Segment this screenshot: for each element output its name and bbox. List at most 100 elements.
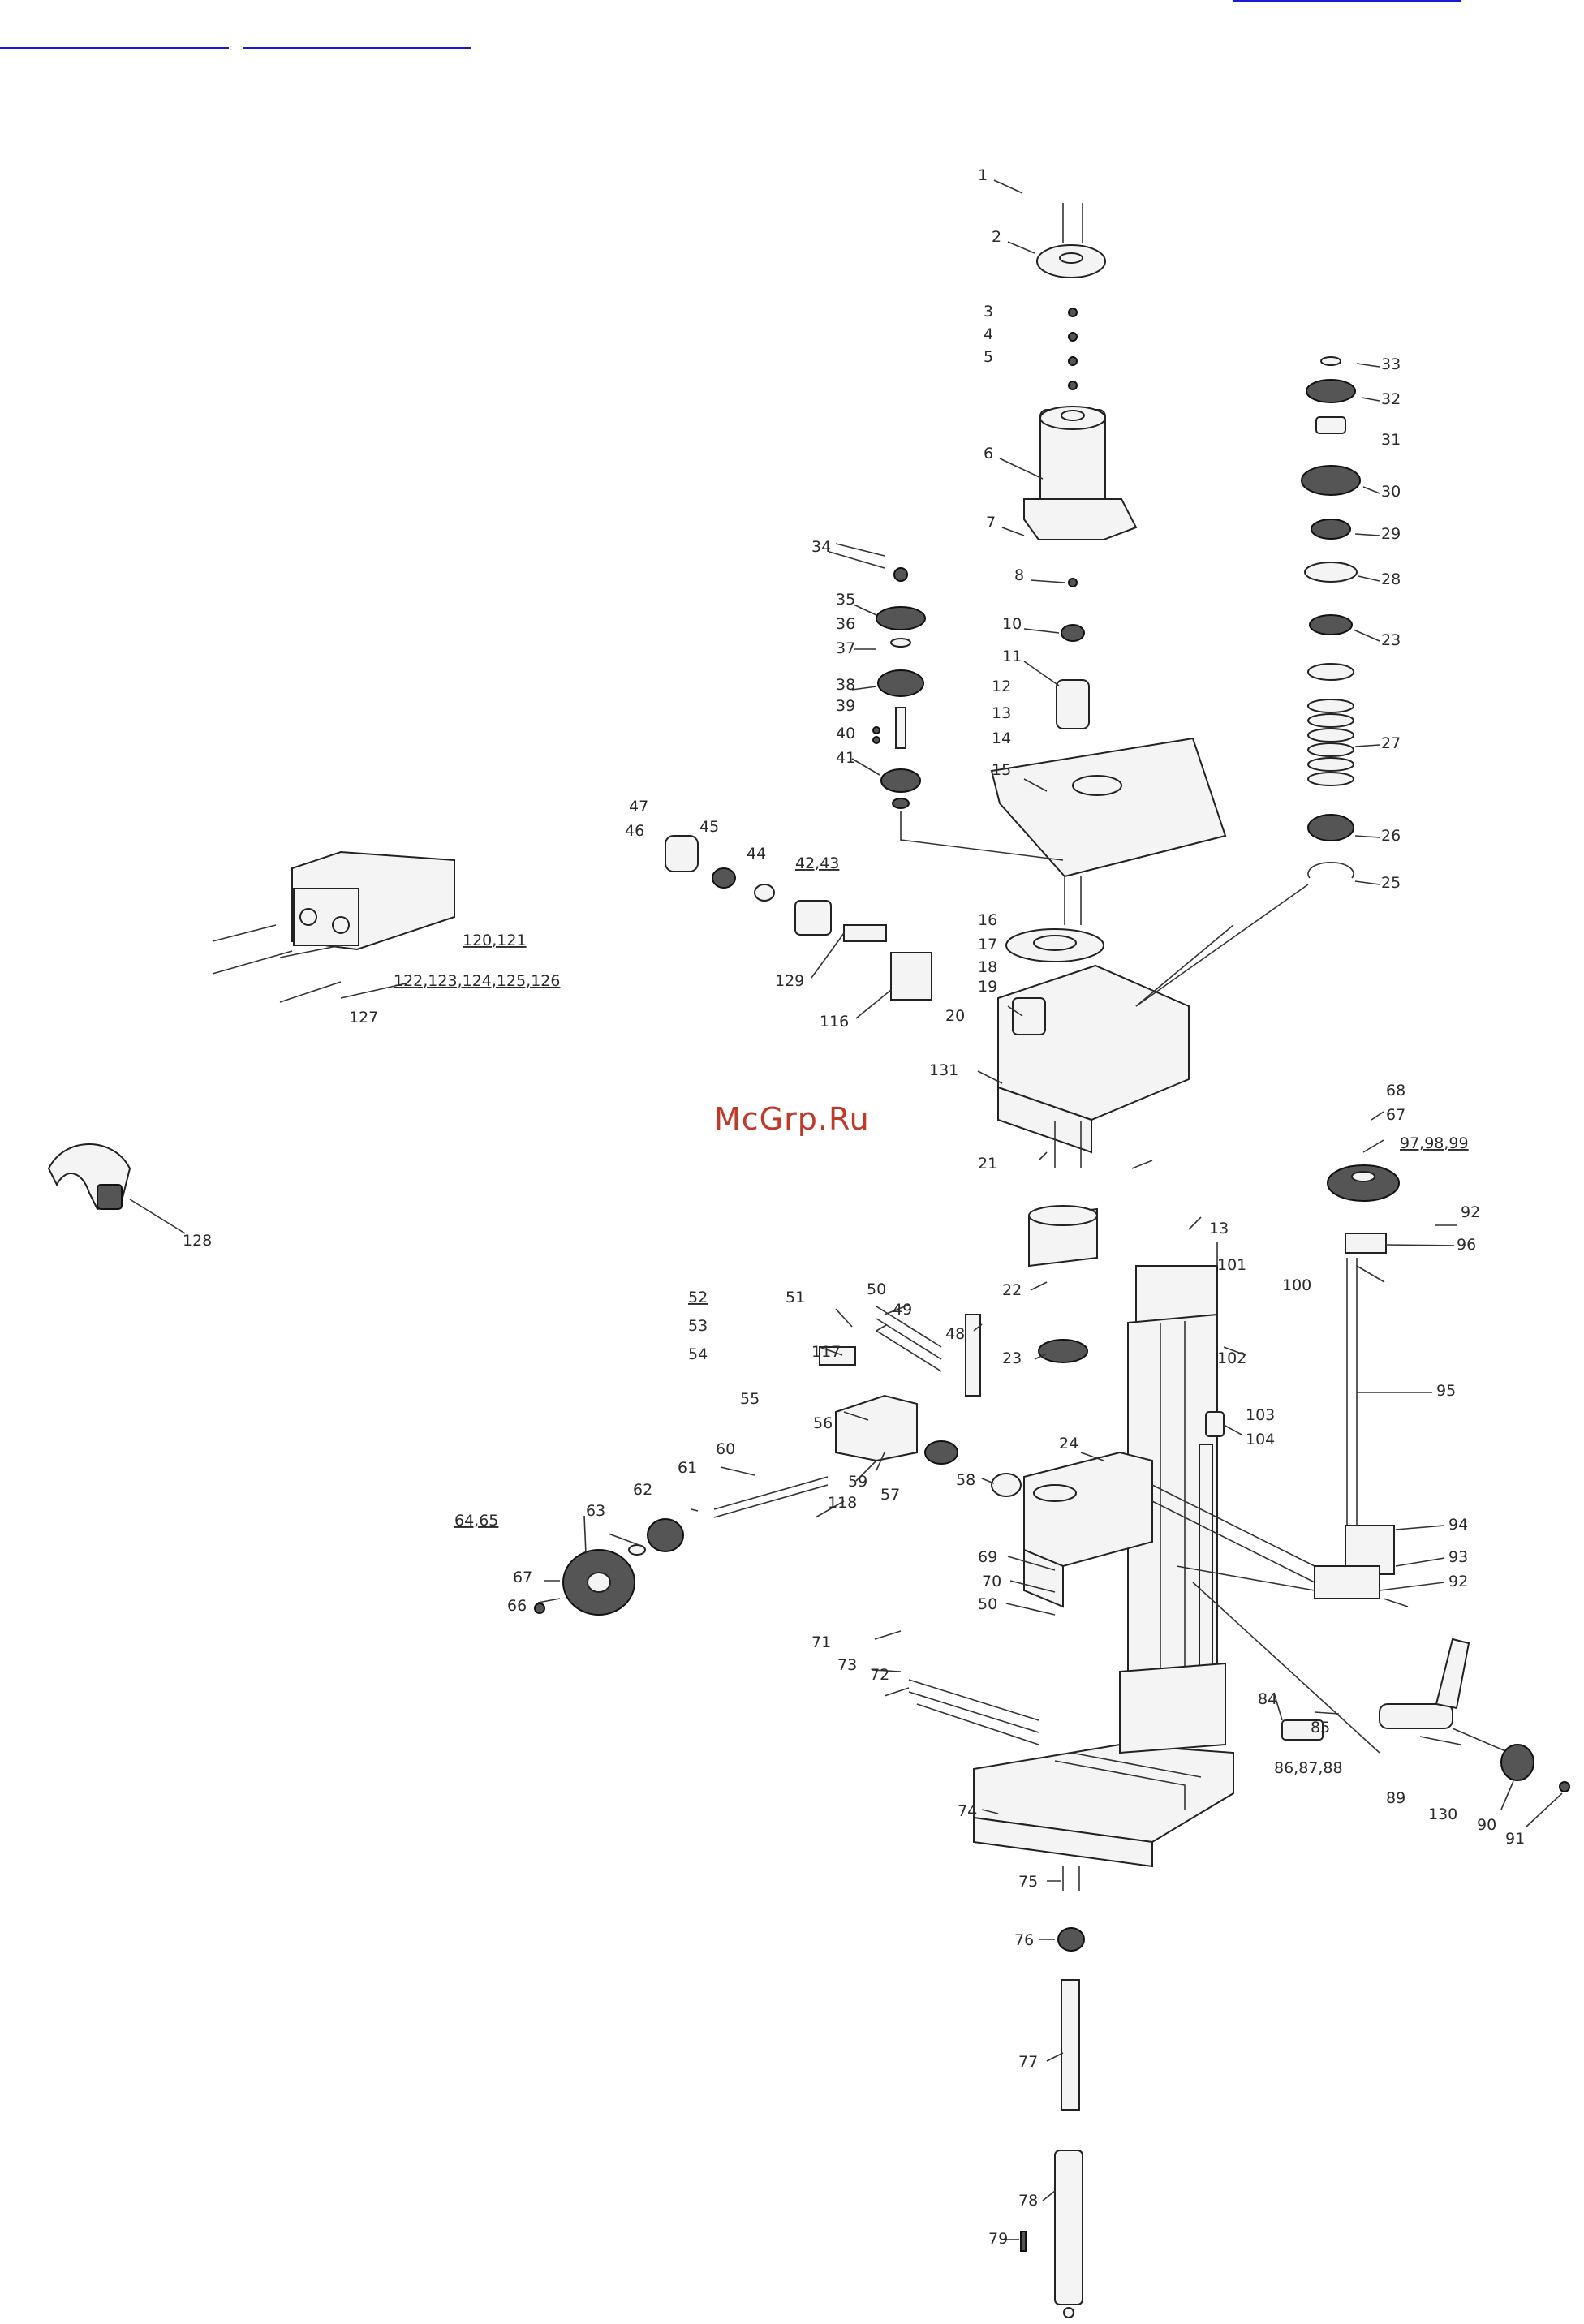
callout-85: 85 bbox=[1311, 1719, 1330, 1737]
callout-73: 73 bbox=[837, 1656, 857, 1674]
callout-4: 4 bbox=[984, 325, 993, 343]
quill-saddle bbox=[1023, 1451, 1332, 1608]
callout-18: 18 bbox=[978, 958, 997, 976]
crank-side-assembly bbox=[1176, 1164, 1570, 1792]
callout-103: 103 bbox=[1246, 1406, 1275, 1424]
bearing-stack-right bbox=[1301, 356, 1361, 879]
callout-33: 33 bbox=[1381, 355, 1401, 373]
power-plug bbox=[47, 1143, 131, 1211]
callout-127: 127 bbox=[349, 1009, 378, 1026]
link-underline-1[interactable] bbox=[1233, 0, 1461, 2]
callout-60: 60 bbox=[716, 1440, 735, 1458]
callout-44: 44 bbox=[747, 845, 766, 863]
callout-17: 17 bbox=[978, 936, 997, 953]
callout-102: 102 bbox=[1217, 1349, 1246, 1367]
headstock-housing bbox=[997, 884, 1309, 1168]
callout-2: 2 bbox=[992, 228, 1001, 246]
callout-3: 3 bbox=[984, 303, 993, 321]
callout-56: 56 bbox=[813, 1414, 833, 1432]
callout-68a: 68 bbox=[1386, 1082, 1405, 1100]
callout-21: 21 bbox=[978, 1155, 997, 1173]
lower-spindle bbox=[1020, 1866, 1085, 2318]
callout-77: 77 bbox=[1018, 2053, 1038, 2071]
callout-131: 131 bbox=[929, 1061, 958, 1079]
link-underline-2[interactable] bbox=[0, 47, 229, 49]
callout-78: 78 bbox=[1018, 2192, 1038, 2210]
callout-76: 76 bbox=[1014, 1931, 1034, 1949]
callout-32: 32 bbox=[1381, 390, 1401, 408]
callout-7: 7 bbox=[986, 514, 996, 532]
callout-10: 10 bbox=[1002, 615, 1022, 633]
callout-28: 28 bbox=[1381, 570, 1401, 588]
callout-64-65: 64,65 bbox=[454, 1512, 498, 1530]
callout-36: 36 bbox=[836, 615, 855, 633]
callout-67a: 67 bbox=[1386, 1106, 1405, 1124]
callout-92a: 92 bbox=[1461, 1203, 1480, 1221]
callout-74: 74 bbox=[958, 1802, 977, 1820]
callout-53: 53 bbox=[688, 1317, 708, 1335]
callout-49: 49 bbox=[893, 1301, 912, 1319]
callout-69: 69 bbox=[978, 1548, 997, 1566]
callout-5: 5 bbox=[984, 348, 993, 366]
callout-30: 30 bbox=[1381, 483, 1401, 501]
callout-129: 129 bbox=[775, 972, 804, 990]
callout-42-43: 42,43 bbox=[795, 854, 839, 872]
callout-62: 62 bbox=[633, 1481, 652, 1499]
callout-labels: 1 2 3 4 5 6 7 8 10 11 12 13 14 15 34 35 … bbox=[183, 166, 1525, 2248]
callout-31: 31 bbox=[1381, 431, 1401, 449]
callout-95: 95 bbox=[1436, 1382, 1456, 1400]
callout-41: 41 bbox=[836, 749, 855, 767]
base-table bbox=[908, 1662, 1234, 1868]
callout-45: 45 bbox=[699, 818, 719, 836]
callout-67b: 67 bbox=[513, 1569, 532, 1586]
callout-20: 20 bbox=[945, 1007, 965, 1025]
feed-shaft-and-gears bbox=[534, 1306, 1022, 1616]
callout-101: 101 bbox=[1217, 1256, 1246, 1274]
callout-94: 94 bbox=[1448, 1516, 1468, 1534]
callout-8: 8 bbox=[1014, 566, 1024, 584]
callout-79: 79 bbox=[988, 2230, 1008, 2248]
callout-16: 16 bbox=[978, 911, 997, 929]
callout-23a: 23 bbox=[1381, 631, 1401, 649]
callout-84: 84 bbox=[1258, 1690, 1277, 1708]
callout-118: 118 bbox=[828, 1494, 857, 1512]
callout-91: 91 bbox=[1505, 1830, 1525, 1848]
callout-15: 15 bbox=[992, 761, 1011, 779]
electrical-box bbox=[212, 850, 455, 1003]
gear-stack-left bbox=[835, 543, 1064, 861]
callout-50b: 50 bbox=[978, 1595, 997, 1613]
callout-97-98-99: 97,98,99 bbox=[1400, 1134, 1469, 1152]
callout-117: 117 bbox=[811, 1343, 841, 1361]
callout-89: 89 bbox=[1386, 1789, 1405, 1807]
callout-120-121: 120,121 bbox=[463, 932, 527, 949]
callout-37: 37 bbox=[836, 639, 855, 657]
callout-130: 130 bbox=[1428, 1805, 1457, 1823]
callout-96: 96 bbox=[1457, 1236, 1476, 1254]
callout-23b: 23 bbox=[1002, 1349, 1022, 1367]
callout-13b: 13 bbox=[1209, 1220, 1229, 1237]
callout-40: 40 bbox=[836, 725, 855, 742]
link-underline-3[interactable] bbox=[243, 47, 471, 49]
callout-90: 90 bbox=[1477, 1816, 1496, 1834]
callout-34: 34 bbox=[811, 538, 831, 556]
callout-1: 1 bbox=[978, 166, 988, 184]
callout-86-87-88: 86,87,88 bbox=[1274, 1759, 1343, 1777]
callout-25: 25 bbox=[1381, 874, 1401, 892]
callout-72: 72 bbox=[870, 1666, 889, 1684]
callout-51: 51 bbox=[786, 1289, 805, 1306]
callout-128: 128 bbox=[183, 1232, 212, 1250]
callout-52: 52 bbox=[688, 1289, 708, 1306]
callout-71: 71 bbox=[811, 1633, 831, 1651]
callout-66: 66 bbox=[507, 1597, 527, 1615]
callout-38: 38 bbox=[836, 676, 855, 694]
callout-48: 48 bbox=[945, 1325, 965, 1343]
callout-39: 39 bbox=[836, 697, 855, 715]
feed-switch-parts bbox=[665, 835, 932, 1001]
callout-29: 29 bbox=[1381, 525, 1401, 543]
callout-63: 63 bbox=[586, 1502, 605, 1520]
callout-19: 19 bbox=[978, 978, 997, 996]
callout-26: 26 bbox=[1381, 827, 1401, 845]
callout-27: 27 bbox=[1381, 734, 1401, 752]
callout-116: 116 bbox=[820, 1013, 849, 1031]
